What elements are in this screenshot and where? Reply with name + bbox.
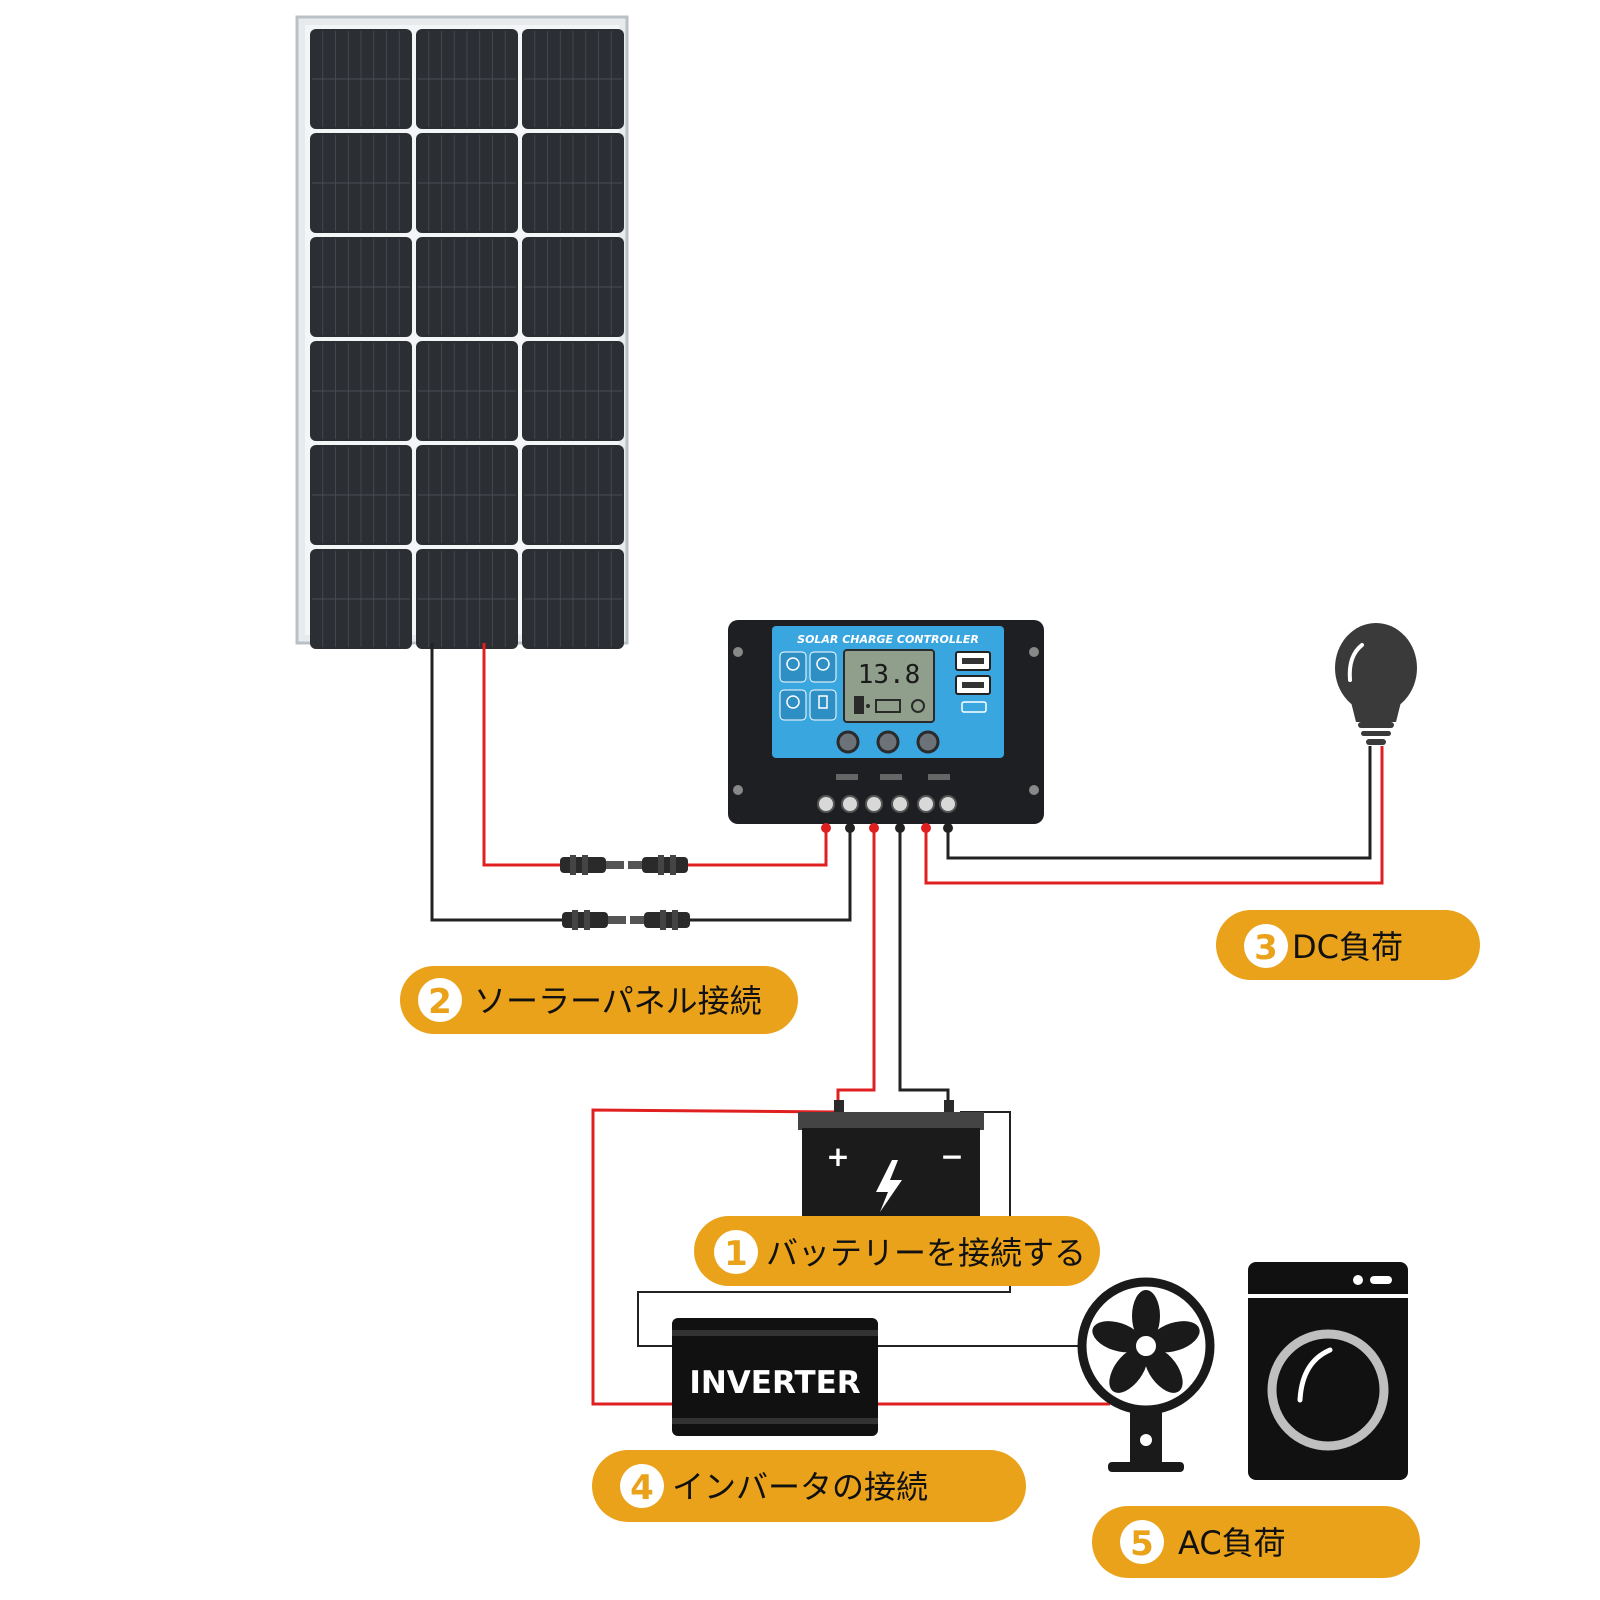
inverter-negative-wire <box>637 1111 1011 1347</box>
mc4-connectors <box>560 855 690 930</box>
mode-icon-gear <box>809 651 837 683</box>
dc-load-negative-wire <box>946 746 1372 860</box>
mount-hole <box>733 785 743 795</box>
step-number-badge <box>418 978 462 1022</box>
label-dc-load: 3 DC負荷 <box>1216 910 1480 980</box>
lcd-voltage-value: 13.8 <box>858 660 921 690</box>
terminal-wire-end <box>869 823 879 833</box>
label-text: ソーラーパネル接続 <box>474 982 762 1020</box>
battery-plus-terminal: + <box>826 1140 849 1173</box>
label-solar-panel: 2 ソーラーパネル接続 <box>400 966 798 1034</box>
controller-button-2 <box>876 730 900 754</box>
battery-minus-terminal: − <box>940 1140 963 1173</box>
solar-negative-wire <box>430 643 562 922</box>
light-bulb-icon <box>1335 623 1417 745</box>
mount-hole <box>1029 785 1039 795</box>
wiring <box>430 643 1384 1406</box>
solar-positive-wire <box>482 643 560 867</box>
step-number-badge <box>1244 924 1288 968</box>
label-text: DC負荷 <box>1292 928 1403 966</box>
label-battery: 1 バッテリーを接続する <box>694 1216 1100 1286</box>
terminal-wire-end <box>943 823 953 833</box>
fan-icon <box>1077 1277 1215 1472</box>
step-number-badge <box>714 1230 758 1274</box>
inverter-label: INVERTER <box>689 1365 860 1401</box>
controller-terminal <box>817 795 835 813</box>
controller-title: SOLAR CHARGE CONTROLLER <box>797 633 979 646</box>
step-number: 3 <box>1254 928 1278 968</box>
step-number-badge <box>620 1464 664 1508</box>
step-number: 1 <box>724 1234 748 1274</box>
battery-positive-wire <box>836 830 876 1112</box>
solar-panel <box>295 15 629 649</box>
mode-icon-battery <box>809 689 837 721</box>
mount-hole <box>1029 647 1039 657</box>
step-number-badge <box>1120 1520 1164 1564</box>
washing-machine-icon <box>1248 1262 1408 1480</box>
inverter-positive-wire <box>591 1108 839 1406</box>
controller-button-1 <box>836 730 860 754</box>
battery: + − <box>798 1100 984 1226</box>
fan-blade <box>1109 1347 1148 1393</box>
terminal-wire-end <box>821 823 831 833</box>
fan-blade <box>1132 1290 1160 1342</box>
step-number: 4 <box>630 1468 654 1508</box>
label-text: インバータの接続 <box>672 1468 928 1506</box>
controller-button-3 <box>916 730 940 754</box>
solar-negative-wire-controller <box>690 830 852 922</box>
lightning-icon <box>876 1160 902 1212</box>
mode-icon-clock <box>779 689 807 721</box>
terminal-wire-end <box>895 823 905 833</box>
fan-blade <box>1092 1321 1143 1353</box>
solar-positive-wire-controller <box>688 830 828 867</box>
usb-icon <box>961 701 987 713</box>
fan-blade <box>1149 1321 1200 1353</box>
controller-terminal <box>891 795 909 813</box>
charge-controller: SOLAR CHARGE CONTROLLER 13.8 <box>728 620 1044 833</box>
label-text: バッテリーを接続する <box>766 1234 1086 1272</box>
step-number: 2 <box>428 982 452 1022</box>
inverter: INVERTER <box>672 1318 878 1436</box>
fan-blade <box>1144 1347 1183 1393</box>
controller-terminal <box>917 795 935 813</box>
label-text: AC負荷 <box>1178 1524 1286 1562</box>
label-inverter: 4 インバータの接続 <box>592 1450 1026 1522</box>
controller-terminal <box>865 795 883 813</box>
dc-load-positive-wire <box>924 746 1384 885</box>
controller-terminal <box>841 795 859 813</box>
step-number: 5 <box>1130 1524 1154 1564</box>
mount-hole <box>733 647 743 657</box>
terminal-wire-end <box>921 823 931 833</box>
mode-icon-solar <box>779 651 807 683</box>
controller-terminal <box>939 795 957 813</box>
label-ac-load: 5 AC負荷 <box>1092 1506 1420 1578</box>
terminal-wire-end <box>845 823 855 833</box>
battery-negative-wire <box>898 830 950 1112</box>
